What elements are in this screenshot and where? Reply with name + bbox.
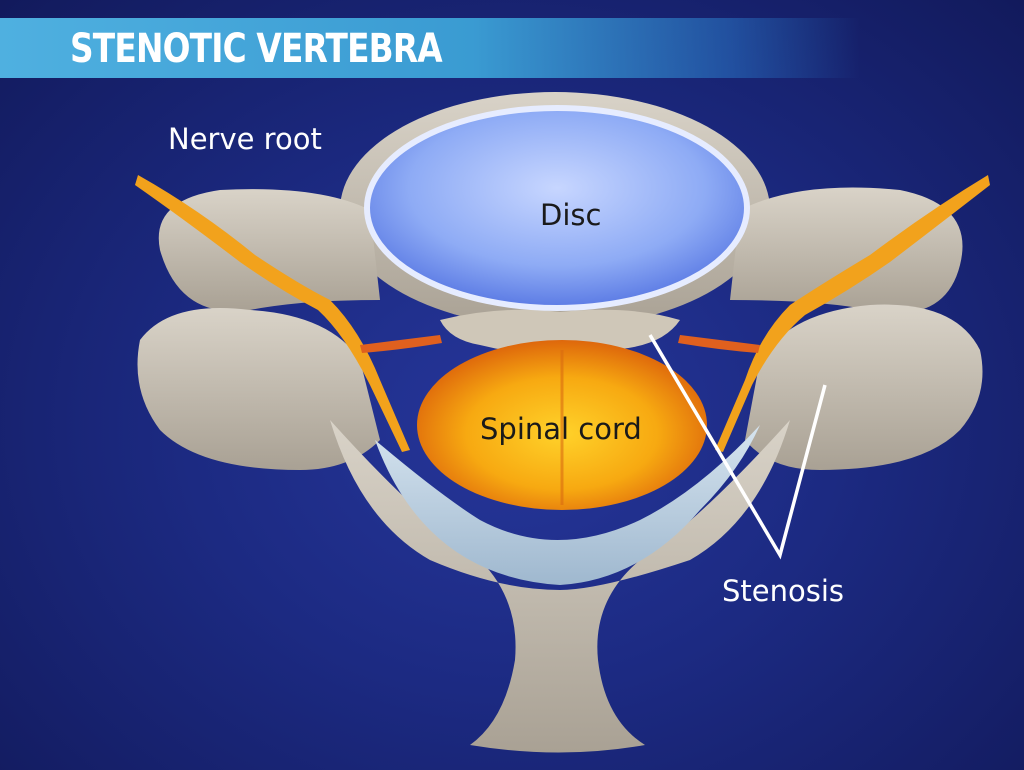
page-title: STENOTIC VERTEBRA — [70, 26, 443, 72]
intervertebral-disc — [364, 105, 750, 311]
nerve-root-left — [135, 175, 410, 452]
transverse-process-left — [158, 189, 380, 312]
articular-process-right — [745, 304, 983, 470]
nerve-root-label: Nerve root — [168, 122, 322, 156]
articular-process-left — [137, 308, 380, 470]
stenosis-label: Stenosis — [722, 574, 845, 608]
nerve-root-branch-left — [360, 335, 442, 353]
nerve-root-right — [715, 175, 990, 452]
spinal-cord-label: Spinal cord — [480, 412, 642, 446]
bone-spur — [440, 309, 680, 354]
stenosis-pointer — [648, 334, 827, 560]
transverse-process-right — [730, 187, 963, 313]
nerve-root-branch-right — [678, 335, 760, 353]
lamina-spinous-process — [330, 420, 790, 753]
disc-label: Disc — [540, 198, 602, 232]
ligamentum-flavum — [375, 425, 760, 585]
title-bar — [0, 18, 860, 78]
